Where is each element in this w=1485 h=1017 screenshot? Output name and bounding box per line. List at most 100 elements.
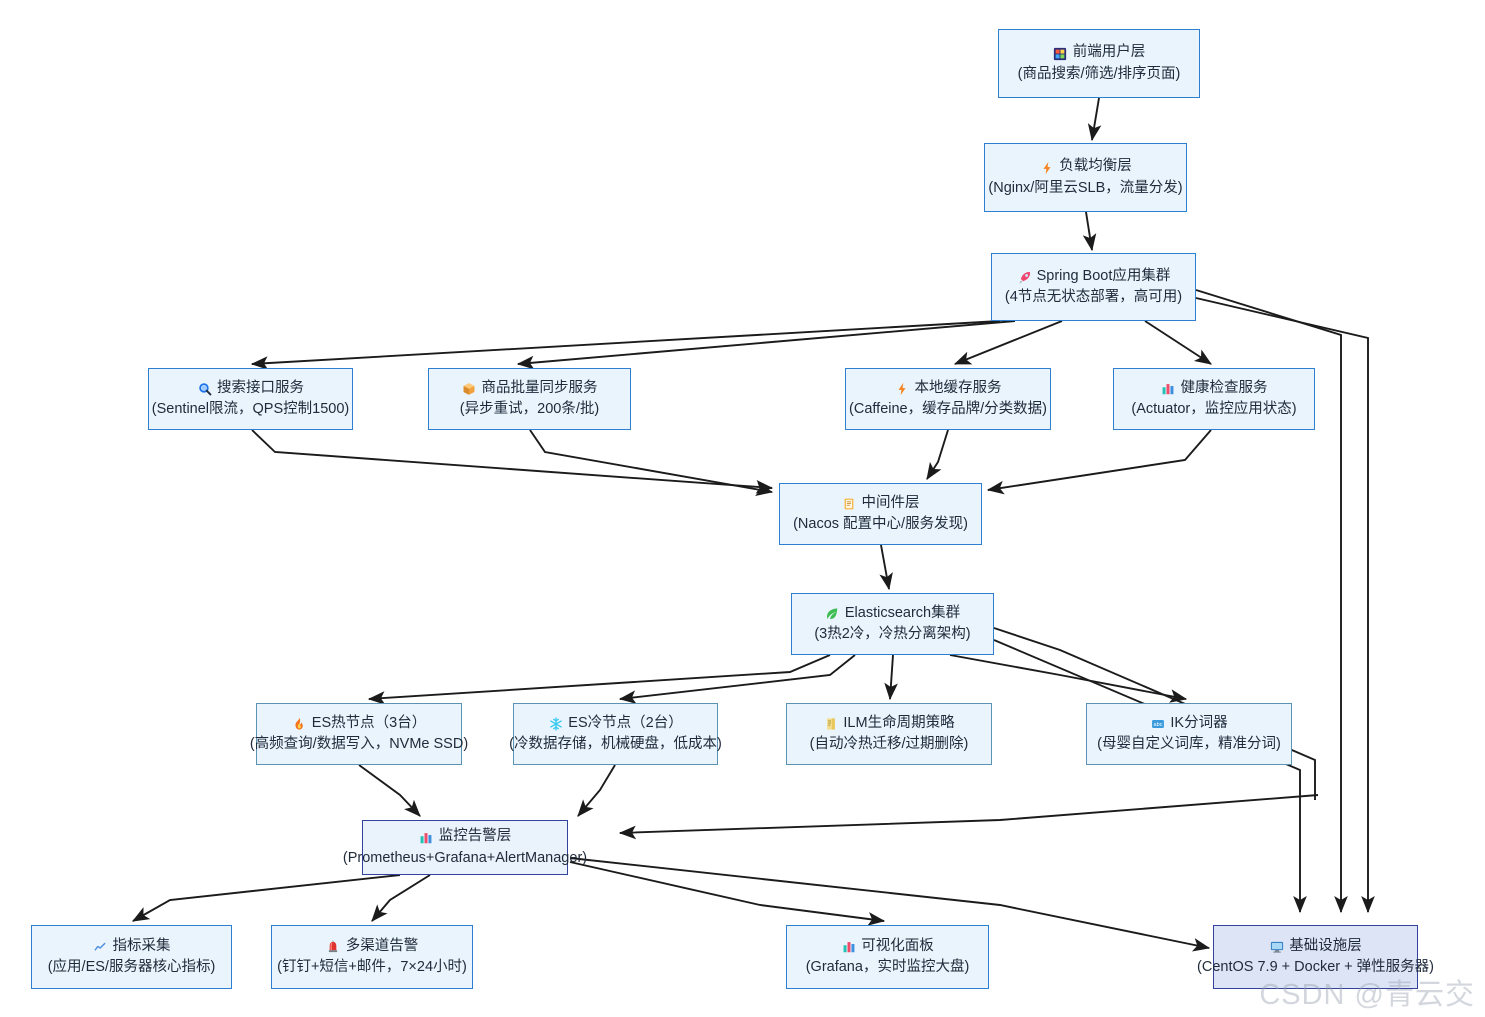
node-subtitle: (Prometheus+Grafana+AlertManager) <box>342 849 588 866</box>
node-es-hot[interactable]: ES热节点（3台） (高频查询/数据写入，NVMe SSD) <box>250 703 468 765</box>
node-title: 多渠道告警 <box>345 937 419 954</box>
lightning-bolt-icon <box>895 382 910 397</box>
node-search-api[interactable]: 搜索接口服务(Sentinel限流，QPS控制1500) <box>148 368 353 430</box>
node-dashboard[interactable]: 可视化面板 (Grafana，实时监控大盘) <box>786 925 989 989</box>
node-loadbalancer[interactable]: 负载均衡层 (Nginx/阿里云SLB，流量分发) <box>984 143 1187 212</box>
edge-elasticsearch-es-hot <box>367 654 831 705</box>
node-title-row: 本地缓存服务 <box>895 378 1002 399</box>
node-monitoring[interactable]: 监控告警层 (Prometheus+Grafana+AlertManager) <box>343 820 587 875</box>
node-subtitle: (Nginx/阿里云SLB，流量分发) <box>988 179 1183 196</box>
edge-search-api-middleware <box>251 429 774 494</box>
edge-es-cold-monitoring <box>577 764 616 817</box>
edge-es-hot-monitoring <box>358 764 421 817</box>
node-es-cold[interactable]: ES冷节点（2台） (冷数据存储，机械硬盘，低成本) <box>509 703 722 765</box>
edge-bulk-sync-middleware <box>529 429 774 496</box>
node-title-row: 监控告警层 <box>419 826 512 847</box>
edge-springboot-local-cache <box>953 320 1063 365</box>
node-title: 搜索接口服务 <box>217 379 304 396</box>
edge-elasticsearch-ik-analyzer <box>949 654 1188 703</box>
node-ilm-policy[interactable]: ILM生命周期策略 (自动冷热迁移/过期删除) <box>786 703 992 765</box>
bar-chart-icon <box>1161 382 1176 397</box>
node-elasticsearch[interactable]: Elasticsearch集群(3热2冷，冷热分离架构) <box>791 593 994 655</box>
edge-loadbalancer-springboot <box>1082 211 1097 252</box>
edge-healthcheck-monitoring-long <box>618 794 1319 840</box>
node-title: IK分词器 <box>1170 714 1228 731</box>
bar-chart-icon <box>841 940 856 955</box>
scroll-icon <box>823 717 838 732</box>
node-subtitle: (钉钉+短信+邮件，7×24小时) <box>277 959 467 975</box>
node-title-row: Spring Boot应用集群 <box>1017 266 1171 287</box>
node-metrics-collect[interactable]: 指标采集 (应用/ES/服务器核心指标) <box>31 925 232 989</box>
node-subtitle: (4节点无状态部署，高可用) <box>1004 289 1183 305</box>
node-title: 基础设施层 <box>1289 937 1362 954</box>
node-title-row: 多渠道告警 <box>326 936 419 957</box>
node-title: ES热节点（3台） <box>311 714 427 731</box>
node-title: Spring Boot应用集群 <box>1036 267 1171 284</box>
svg-text:abc: abc <box>1153 723 1162 729</box>
node-middleware[interactable]: 中间件层 (Nacos 配置中心/服务发现) <box>779 483 982 545</box>
node-title: ES冷节点（2台） <box>568 714 683 731</box>
node-title-row: 指标采集 <box>93 936 171 957</box>
snowflake-icon <box>548 717 563 732</box>
edge-monitoring-multichannel-alert <box>371 874 431 922</box>
edge-middleware-elasticsearch <box>879 544 893 591</box>
bar-chart-icon <box>419 830 434 845</box>
rocket-icon <box>1017 270 1032 285</box>
magnifier-icon <box>197 382 212 397</box>
edge-monitoring-dashboard <box>569 861 886 926</box>
node-subtitle: (冷数据存储，机械硬盘，低成本) <box>509 736 722 752</box>
package-icon <box>462 382 477 397</box>
node-title: 监控告警层 <box>438 828 512 845</box>
node-title-row: Elasticsearch集群 <box>825 603 960 624</box>
node-title: 指标采集 <box>112 937 171 954</box>
node-subtitle: (Grafana，实时监控大盘) <box>805 959 970 975</box>
node-health-check[interactable]: 健康检查服务 (Actuator，监控应用状态) <box>1113 368 1315 430</box>
node-title-row: 前端用户层 <box>1053 42 1145 63</box>
edge-springboot-health-check <box>1144 320 1212 365</box>
node-multichannel-alert[interactable]: 多渠道告警 (钉钉+短信+邮件，7×24小时) <box>271 925 473 989</box>
abc-icon: abc <box>1150 717 1165 732</box>
node-title-row: 基础设施层 <box>1269 936 1362 957</box>
node-subtitle: (高频查询/数据写入，NVMe SSD) <box>249 736 469 752</box>
node-subtitle: (CentOS 7.9 + Docker + 弹性服务器) <box>1197 959 1434 975</box>
node-frontend[interactable]: 前端用户层(商品搜索/筛选/排序页面) <box>998 29 1200 98</box>
edge-health-check-middleware <box>986 429 1212 495</box>
node-title-row: 商品批量同步服务 <box>462 378 598 399</box>
lightning-bolt-icon <box>1039 160 1054 175</box>
node-title: 可视化面板 <box>861 937 934 954</box>
edge-frontend-loadbalancer <box>1087 97 1102 142</box>
clipboard-icon <box>842 497 857 512</box>
monitor-icon <box>1269 940 1284 955</box>
alarm-light-icon <box>326 940 341 955</box>
node-subtitle: (Actuator，监控应用状态) <box>1131 401 1297 417</box>
edge-elasticsearch-infrastructure <box>993 639 1307 914</box>
node-title-row: 健康检查服务 <box>1161 378 1268 399</box>
node-title-row: 中间件层 <box>842 493 920 514</box>
leaf-icon <box>825 607 840 622</box>
node-title-row: ES冷节点（2台） <box>548 713 683 734</box>
node-bulk-sync[interactable]: 商品批量同步服务(异步重试，200条/批) <box>428 368 631 430</box>
node-title: 负载均衡层 <box>1059 158 1132 175</box>
node-springboot[interactable]: Spring Boot应用集群 (4节点无状态部署，高可用) <box>991 253 1196 321</box>
edge-local-cache-middleware <box>926 429 949 480</box>
node-subtitle: (应用/ES/服务器核心指标) <box>47 959 216 975</box>
node-subtitle: (Nacos 配置中心/服务发现) <box>793 516 968 532</box>
node-title-row: ILM生命周期策略 <box>823 713 955 734</box>
node-subtitle: (自动冷热迁移/过期删除) <box>809 736 969 752</box>
node-title-row: 可视化面板 <box>841 936 934 957</box>
node-local-cache[interactable]: 本地缓存服务(Caffeine，缓存品牌/分类数据) <box>845 368 1051 430</box>
node-subtitle: (母婴自定义词库，精准分词) <box>1097 736 1281 752</box>
line-chart-icon <box>93 940 108 955</box>
node-title-row: 负载均衡层 <box>1039 156 1132 177</box>
node-title-row: 搜索接口服务 <box>197 378 304 399</box>
node-title-row: ES热节点（3台） <box>292 713 426 734</box>
node-title-row: abc IK分词器 <box>1150 713 1228 734</box>
node-title: 健康检查服务 <box>1180 379 1268 396</box>
fire-icon <box>292 717 307 732</box>
edge-springboot-bulk-sync <box>516 320 1016 370</box>
node-title: 本地缓存服务 <box>914 379 1002 396</box>
node-ik-analyzer[interactable]: abc IK分词器 (母婴自定义词库，精准分词) <box>1086 703 1292 765</box>
node-title: 中间件层 <box>861 494 920 511</box>
node-infrastructure[interactable]: 基础设施层 (CentOS 7.9 + Docker + 弹性服务器) <box>1197 925 1434 989</box>
